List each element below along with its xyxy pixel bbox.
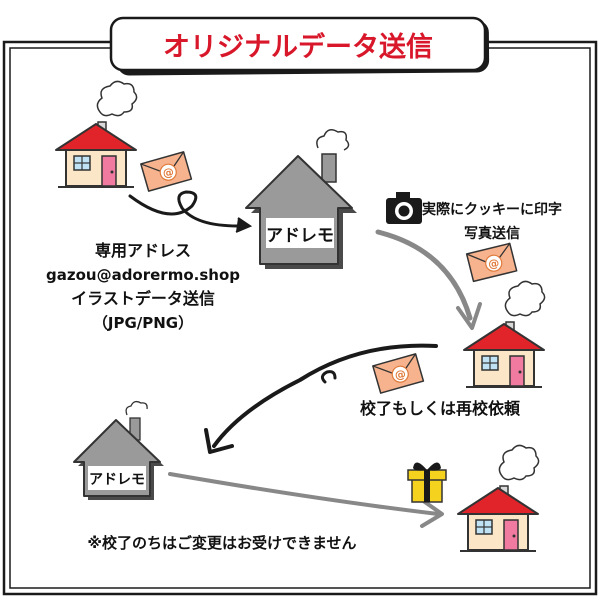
delivery-house-icon: [457, 444, 540, 552]
arrow-return: [212, 343, 438, 448]
title-banner: オリジナルデータ送信: [109, 16, 490, 76]
camera-icon: [386, 192, 422, 224]
arrow-return-head: [204, 428, 234, 454]
loop-arrow-head: [235, 217, 253, 233]
step1-text-block: 専用アドレス gazou@adorermo.shop イラストデータ送信 （JP…: [46, 241, 240, 332]
step2-line2: 写真送信: [464, 225, 520, 242]
customer-house-icon-2: [463, 280, 546, 388]
arrow-to-delivery: [168, 472, 440, 516]
step1-line1: 専用アドレス: [95, 241, 191, 260]
adoremo-label-small: アドレモ: [89, 472, 145, 488]
arrow-to-customer: [375, 229, 473, 321]
customer-house-icon: [55, 80, 138, 188]
step1-address: gazou@adorermo.shop: [46, 266, 240, 284]
adoremo-house-large: アドレモ: [245, 129, 357, 269]
adoremo-label-large: アドレモ: [266, 226, 334, 246]
envelope-icon: [465, 242, 519, 283]
step3-label: 校了もしくは再校依頼: [360, 399, 521, 418]
step1-line3: イラストデータ送信: [71, 289, 215, 308]
step2-line1: 実際にクッキーに印字: [422, 201, 562, 218]
disclaimer-note: ※校了のちはご変更はお受けできません: [87, 534, 356, 552]
page-title: オリジナルデータ送信: [163, 31, 433, 63]
gift-box-icon: [407, 462, 447, 503]
envelope-icon: [371, 352, 426, 395]
arrow-to-customer-head: [456, 302, 482, 330]
adoremo-house-small: アドレモ: [73, 400, 164, 500]
arrow-to-delivery-head: [420, 498, 444, 528]
step1-line4: （JPG/PNG）: [93, 314, 193, 332]
loop-arrow: [128, 190, 240, 228]
envelope-icon: [139, 150, 194, 193]
